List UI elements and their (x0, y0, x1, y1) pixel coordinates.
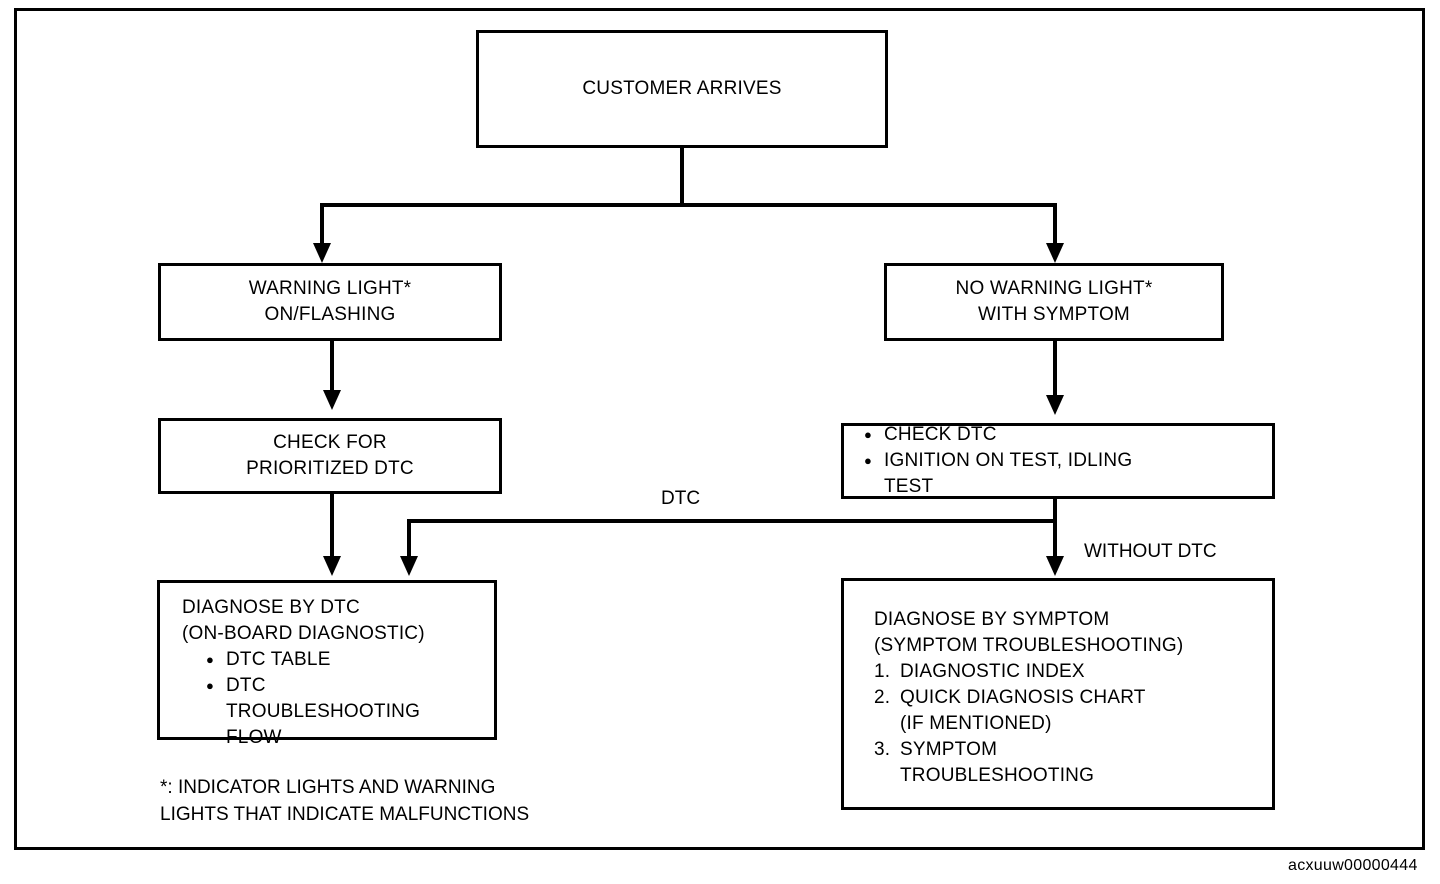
connector-check-to-diagnose (330, 494, 334, 560)
node-diagnose-by-symptom-heading: DIAGNOSE BY SYMPTOM (SYMPTOM TROUBLESHOO… (874, 609, 1184, 656)
node-diagnose-by-dtc-list: DTC TABLE DTC TROUBLESHOOTING FLOW (204, 647, 494, 751)
node-warning-light[interactable]: WARNING LIGHT* ON/FLASHING (158, 263, 502, 341)
arrow-to-diagnose-by-dtc-right (400, 556, 418, 576)
node-customer-arrives-label: CUSTOMER ARRIVES (582, 78, 782, 99)
connector-split-horizontal (320, 203, 1057, 207)
node-diagnose-by-symptom[interactable]: DIAGNOSE BY SYMPTOM (SYMPTOM TROUBLESHOO… (841, 578, 1275, 810)
node-no-warning-light-label: NO WARNING LIGHT* WITH SYMPTOM (955, 278, 1153, 325)
arrow-to-warning-light (313, 243, 331, 263)
connector-dtc-crossover-down (407, 519, 411, 560)
connector-dtc-crossover-stub (1053, 499, 1057, 521)
list-item: IGNITION ON TEST, IDLING TEST (862, 448, 1132, 500)
node-diagnose-by-symptom-list: DIAGNOSTIC INDEX QUICK DIAGNOSIS CHART (… (874, 659, 1272, 789)
node-no-warning-light[interactable]: NO WARNING LIGHT* WITH SYMPTOM (884, 263, 1224, 341)
list-item: DTC TABLE (204, 647, 494, 673)
arrow-to-diagnose-by-symptom (1046, 556, 1064, 576)
connector-warning-to-check (330, 341, 334, 396)
connector-customer-down (680, 148, 684, 207)
connector-dtc-crossover-horizontal (407, 519, 1057, 523)
connector-nowarning-to-checkdtc (1053, 341, 1057, 401)
arrow-to-no-warning-light (1046, 243, 1064, 263)
node-check-dtc-tests[interactable]: CHECK DTC IGNITION ON TEST, IDLING TEST (841, 422, 1275, 500)
arrow-to-check-prioritized-dtc (323, 390, 341, 410)
connector-split-right-down (1053, 203, 1057, 249)
list-item: DTC TROUBLESHOOTING FLOW (204, 673, 494, 751)
node-warning-light-label: WARNING LIGHT* ON/FLASHING (248, 278, 412, 325)
list-item: QUICK DIAGNOSIS CHART (IF MENTIONED) (874, 685, 1146, 734)
node-check-prioritized-dtc[interactable]: CHECK FOR PRIORITIZED DTC (158, 418, 502, 494)
node-diagnose-by-dtc-heading: DIAGNOSE BY DTC (ON-BOARD DIAGNOSTIC) (182, 597, 425, 644)
node-customer-arrives[interactable]: CUSTOMER ARRIVES (476, 30, 888, 148)
list-item: SYMPTOM TROUBLESHOOTING (874, 737, 1095, 786)
connector-split-left-down (320, 203, 324, 249)
node-diagnose-by-dtc[interactable]: DIAGNOSE BY DTC (ON-BOARD DIAGNOSTIC) DT… (157, 580, 497, 748)
asset-id-label: acxuuw00000444 (1288, 857, 1418, 874)
list-item: CHECK DTC (862, 422, 1132, 448)
edge-label-dtc: DTC (661, 488, 701, 509)
footnote-warning-lights: *: INDICATOR LIGHTS AND WARNING LIGHTS T… (160, 777, 530, 825)
node-check-prioritized-dtc-label: CHECK FOR PRIORITIZED DTC (246, 432, 414, 479)
arrow-to-check-dtc-tests (1046, 395, 1064, 415)
diagram-outer-frame (14, 8, 1425, 850)
node-check-dtc-tests-list: CHECK DTC IGNITION ON TEST, IDLING TEST (862, 422, 1132, 500)
arrow-to-diagnose-by-dtc-left (323, 556, 341, 576)
connector-without-dtc-down (1053, 519, 1057, 560)
list-item: DIAGNOSTIC INDEX (874, 659, 1085, 685)
edge-label-without-dtc: WITHOUT DTC (1084, 541, 1217, 562)
